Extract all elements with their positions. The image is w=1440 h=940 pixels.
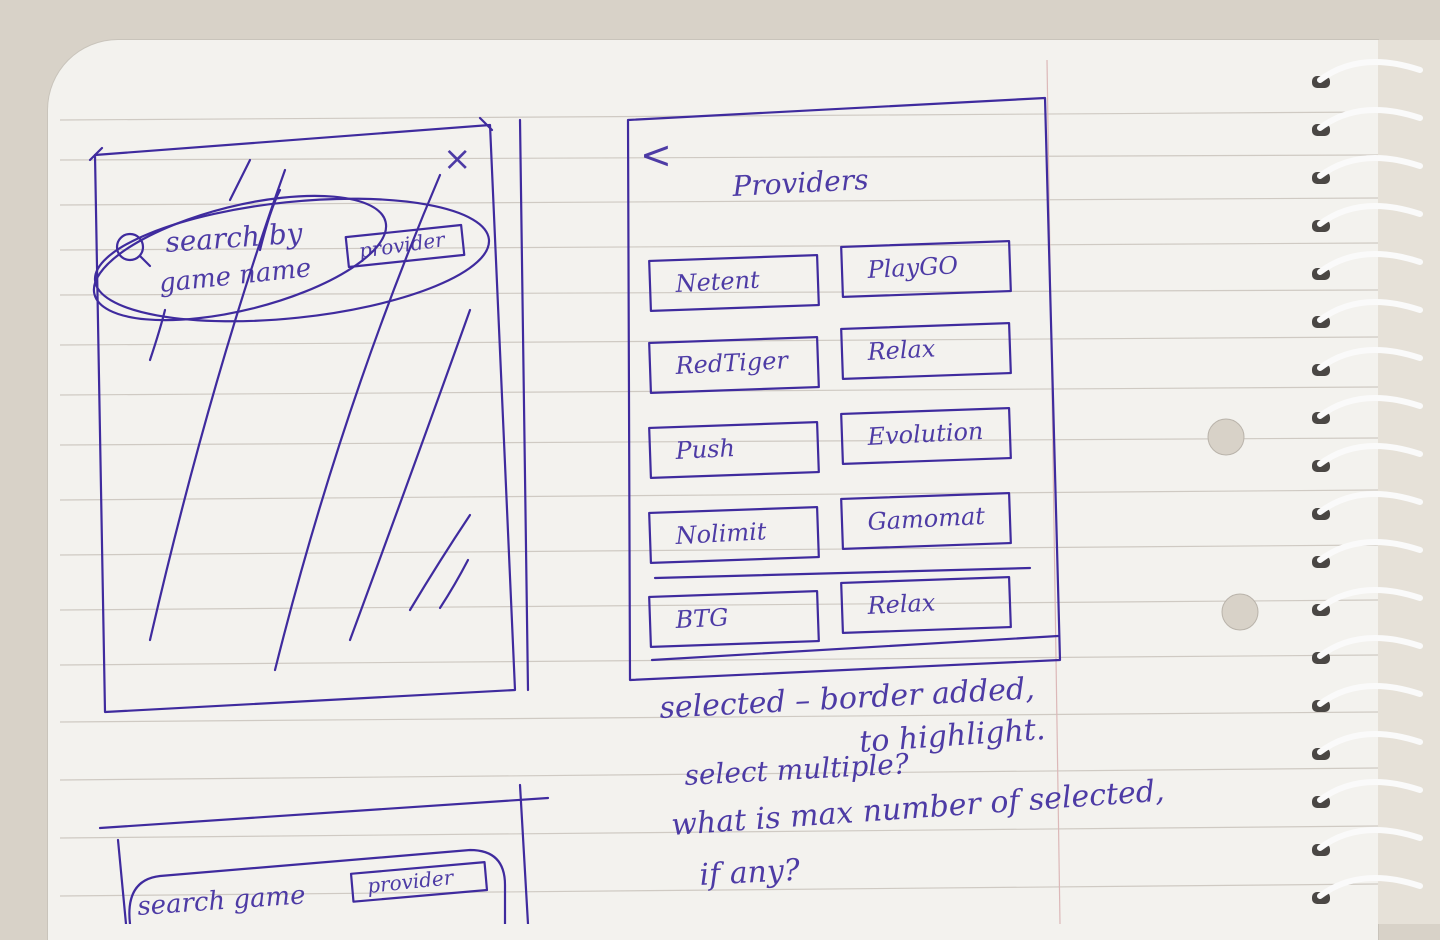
provider-label: Evolution [866, 417, 984, 451]
provider-label: Nolimit [674, 517, 768, 550]
back-button[interactable]: < [640, 133, 672, 177]
provider-label: BTG [674, 603, 729, 634]
provider-label: Relax [866, 588, 937, 620]
providers-title: Providers [731, 163, 870, 203]
provider-tile[interactable]: Netent [648, 253, 820, 313]
bottom-provider-chip[interactable]: provider [349, 861, 489, 903]
annotation-notes: selected – border added, to highlight. s… [659, 671, 1166, 893]
search-placeholder-line2: game name [158, 253, 313, 299]
bottom-search-sketch: search game provider [98, 783, 550, 924]
provider-tile[interactable]: Nolimit [648, 505, 820, 565]
provider-tile[interactable]: Push [648, 420, 820, 480]
close-icon[interactable]: × [443, 139, 472, 179]
note-line-3: select multiple? [684, 747, 911, 792]
search-icon [115, 232, 152, 268]
provider-tile[interactable]: BTG [648, 589, 820, 649]
provider-label: Push [674, 434, 736, 465]
left-phone-sketch: × search by game name provider [88, 116, 530, 714]
provider-tile[interactable]: Gamomat [840, 491, 1012, 551]
provider-label: RedTiger [674, 346, 790, 380]
provider-tile[interactable]: PlayGO [840, 239, 1012, 299]
search-highlight-circle [92, 194, 388, 322]
provider-tile[interactable]: Relax [840, 321, 1012, 381]
note-line-5: if any? [699, 853, 802, 893]
provider-label: Relax [866, 334, 937, 366]
provider-tile[interactable]: RedTiger [648, 335, 820, 395]
search-placeholder-line1: search by [164, 216, 305, 259]
provider-label: Gamomat [867, 502, 986, 536]
bottom-search-placeholder: search game [136, 880, 306, 922]
provider-tile[interactable]: Evolution [840, 406, 1012, 466]
provider-tile[interactable]: Relax [840, 575, 1012, 635]
provider-label: Netent [674, 266, 761, 298]
provider-label: PlayGO [866, 251, 959, 284]
